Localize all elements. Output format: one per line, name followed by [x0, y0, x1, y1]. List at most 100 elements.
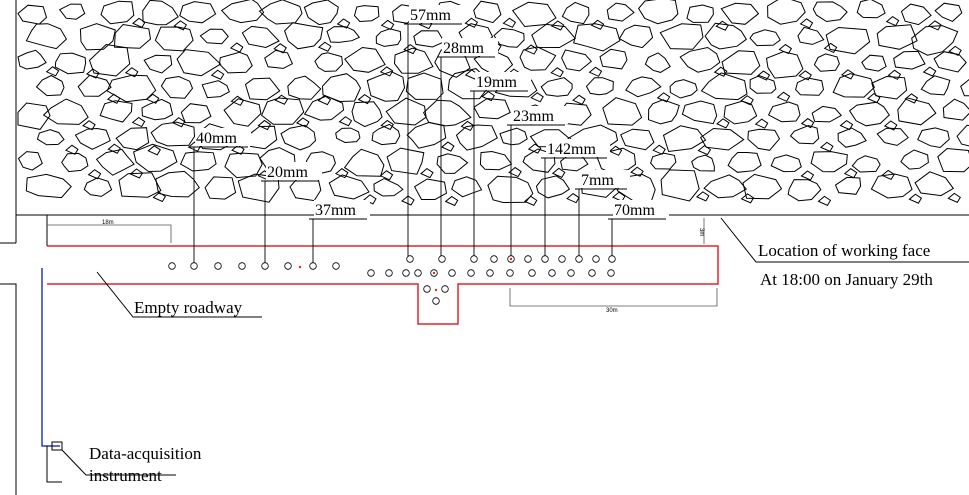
rock-chip — [464, 17, 479, 28]
rock-fragment — [660, 169, 700, 202]
rock-chip — [187, 141, 202, 152]
active-point-marker — [509, 257, 513, 261]
measurement-point — [284, 262, 292, 270]
rock-chip — [317, 41, 332, 52]
daq-label-line1: Data-acquisition — [89, 444, 202, 463]
rock-chip — [82, 120, 96, 131]
measurement-point — [541, 255, 549, 263]
measurement-point — [190, 262, 198, 270]
measurement-label-bg — [442, 38, 498, 56]
rock-fragment — [837, 127, 867, 148]
rock-chip — [800, 170, 815, 181]
rock-fragment — [917, 127, 950, 149]
rock-chip — [440, 141, 455, 152]
rock-fragment — [353, 5, 380, 23]
rock-fragment — [155, 170, 200, 198]
rock-chip — [530, 92, 544, 103]
rock-fragment — [83, 177, 113, 197]
rock-fragment — [473, 97, 511, 120]
rock-fragment — [335, 127, 361, 144]
measurement-label-bg — [475, 72, 531, 90]
rock-chip — [257, 119, 272, 131]
measurement-label: 28mm — [443, 40, 484, 57]
rock-fragment — [535, 175, 571, 199]
rock-chip — [776, 91, 791, 102]
rock-fragment — [413, 178, 448, 200]
rock-fragment — [681, 100, 718, 125]
measurement-point — [441, 285, 449, 293]
measurement-label-bg — [195, 128, 251, 146]
measurement-point — [592, 255, 600, 263]
measurement-point — [168, 262, 176, 270]
rock-fragment — [77, 74, 112, 97]
rock-fragment — [204, 176, 237, 200]
rock-fragment — [224, 152, 263, 179]
rock-fragment — [956, 124, 969, 147]
rock-fragment — [479, 150, 513, 171]
rock-fragment — [669, 79, 698, 99]
rock-fragment — [851, 155, 881, 173]
rock-fragment — [933, 51, 967, 73]
rock-fragment — [100, 0, 135, 25]
rock-fragment — [150, 121, 196, 147]
rock-chip — [697, 144, 712, 156]
rock-fragment — [95, 148, 135, 176]
rock-fragment — [287, 75, 322, 100]
rock-fragment — [451, 176, 483, 198]
rock-chip — [590, 19, 605, 30]
rock-fragment — [220, 0, 265, 24]
rock-chip — [380, 119, 394, 131]
measurement-label: 19mm — [476, 74, 517, 91]
rock-fragment — [834, 176, 862, 195]
rock-fragment — [373, 177, 404, 197]
working-face-label-line2: At 18:00 on January 29th — [760, 270, 933, 289]
rock-fragment — [74, 127, 111, 150]
rock-fragment — [686, 4, 714, 23]
rock-chip — [611, 191, 626, 202]
rock-chip — [131, 116, 146, 128]
dimension-18m: 18m — [47, 220, 172, 243]
rock-fragment — [375, 28, 402, 47]
rock-fragment — [366, 70, 406, 102]
rock-fragment — [723, 100, 758, 125]
rock-fragment — [218, 51, 253, 74]
rock-fragment — [260, 97, 305, 125]
measurement-label-bg — [512, 106, 568, 124]
rock-fragment — [602, 97, 643, 126]
rock-chip — [840, 69, 855, 80]
rock-fragment — [258, 0, 303, 25]
rock-fragment — [264, 49, 294, 69]
rock-chip — [524, 44, 538, 55]
rock-fragment — [876, 24, 918, 50]
rock-fragment — [789, 124, 820, 145]
rock-fragment — [644, 52, 671, 73]
rock-fragment — [848, 101, 890, 127]
rock-fragment — [179, 151, 217, 172]
rock-fragment — [856, 0, 886, 19]
daq-unit — [51, 441, 63, 451]
rock-fragment — [344, 46, 386, 73]
rock-fragment — [699, 127, 745, 151]
measurement-point — [214, 262, 222, 270]
measurement-point — [558, 255, 566, 263]
rock-chip — [230, 95, 245, 106]
rock-fragment — [455, 124, 498, 151]
rock-fragment — [876, 127, 909, 146]
rock-chip — [550, 20, 565, 31]
rock-fragment — [58, 3, 86, 20]
rock-fragment — [727, 152, 762, 173]
measurement-points — [168, 255, 616, 305]
rock-fragment — [625, 76, 662, 98]
rock-fragment — [106, 74, 157, 103]
rock-fragment — [897, 97, 937, 126]
rock-fragment — [54, 52, 87, 75]
rock-chip — [334, 168, 349, 179]
rock-chip — [380, 19, 395, 31]
rock-fragment — [176, 49, 222, 77]
rock-fragment — [812, 1, 848, 23]
measurement-point — [309, 262, 317, 270]
rock-fragment — [703, 174, 748, 199]
rock-fragment — [825, 26, 871, 55]
rock-chip — [508, 166, 522, 178]
measurement-point — [467, 269, 475, 277]
